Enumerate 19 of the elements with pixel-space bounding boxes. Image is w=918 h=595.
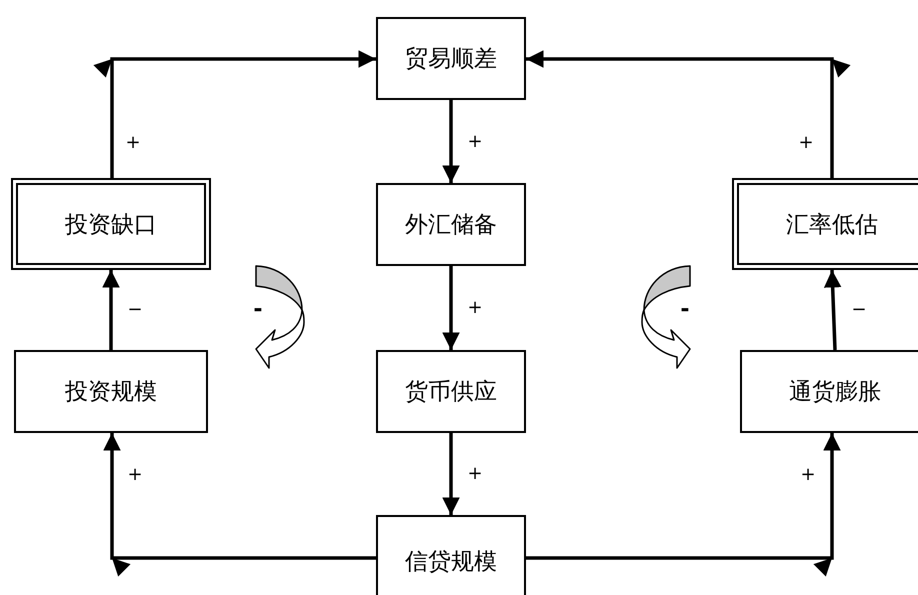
double-border-box: 投资缺口 — [11, 178, 211, 270]
process-box: 投资规模 — [14, 350, 208, 433]
sign-label: - — [253, 299, 263, 321]
arrow — [442, 100, 460, 183]
arrow — [526, 50, 850, 178]
arrow — [94, 50, 376, 178]
arrow — [824, 270, 842, 350]
arrow — [104, 433, 376, 576]
process-box: 外汇储备 — [376, 183, 526, 266]
process-box: 通货膨胀 — [740, 350, 918, 433]
arrow — [442, 433, 460, 515]
process-box: 贸易顺差 — [376, 17, 526, 100]
sign-label: - — [680, 299, 690, 321]
process-box: 货币供应 — [376, 350, 526, 433]
arrow — [102, 270, 120, 350]
arrow — [442, 266, 460, 350]
double-border-box: 汇率低估 — [732, 178, 918, 270]
arrow — [526, 433, 841, 576]
process-box: 信贷规模 — [376, 515, 526, 595]
